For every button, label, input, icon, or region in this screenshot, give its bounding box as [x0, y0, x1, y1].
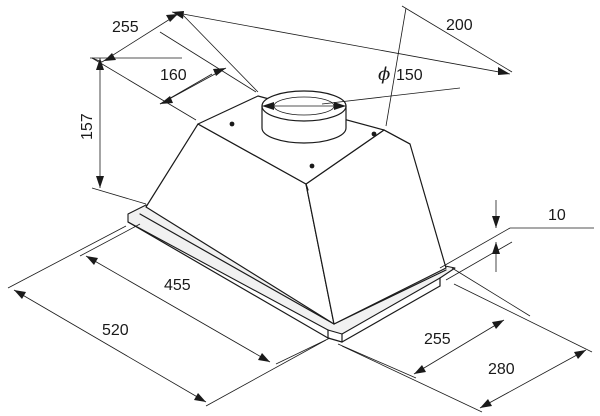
dimension-labels: 255 200 160 ϕ 150 157 10 455 520 255 280 [79, 17, 566, 378]
dim-label-top-width: 200 [446, 17, 473, 34]
dim-label-outer-width: 520 [102, 322, 129, 339]
mount-hole-icon [309, 163, 315, 169]
dim-label-outlet-offset: 160 [160, 67, 187, 84]
mount-hole-icon [229, 121, 235, 127]
outlet-spigot [261, 90, 347, 144]
diameter-symbol: ϕ [378, 64, 390, 85]
dimension-lines [7, 5, 594, 413]
dim-label-body-height: 157 [79, 113, 96, 140]
dim-label-top-depth: 255 [112, 19, 139, 36]
dim-label-flange-thickness: 10 [548, 207, 566, 224]
hood-body [127, 90, 456, 343]
dim-label-outlet-diameter: 150 [396, 67, 423, 84]
dim-label-inner-width: 455 [164, 277, 191, 294]
dim-label-outer-depth: 280 [488, 361, 515, 378]
arrow-heads [14, 11, 586, 408]
dim-label-inner-depth: 255 [424, 331, 451, 348]
mount-hole-icon [371, 131, 377, 137]
